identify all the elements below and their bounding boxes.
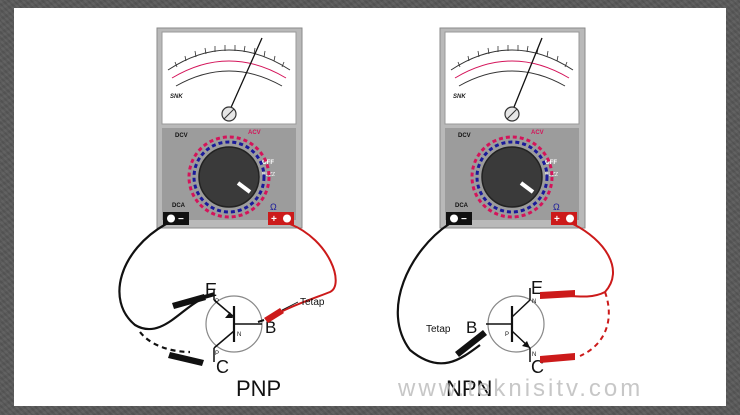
pnp-title: PNP	[236, 376, 281, 401]
pnp-transistor: E C B P P N	[205, 280, 276, 377]
plus-mark: +	[554, 214, 560, 225]
black-probe-emitter	[172, 294, 206, 309]
acv-label: ACV	[531, 130, 544, 136]
npn-n-top: N	[532, 299, 536, 305]
minus-mark: −	[461, 214, 467, 225]
pnp-base-label: B	[265, 318, 276, 337]
npn-base-label: B	[466, 318, 477, 337]
meter-needle	[228, 37, 263, 113]
pnp-p-bottom: P	[215, 351, 219, 357]
knob-pointer	[236, 181, 252, 194]
range-knob[interactable]	[198, 146, 260, 208]
red-probe-emitter	[540, 290, 575, 299]
npn-transistor: E C B N N P	[466, 278, 545, 377]
scale-arc-red	[171, 60, 287, 79]
red-lead-left	[269, 223, 337, 319]
acv-label: ACV	[248, 130, 261, 136]
off-label: OFF	[545, 160, 557, 166]
scale-arc-black	[167, 49, 291, 71]
npn-title: NPN	[446, 376, 492, 401]
scale-ticks	[174, 45, 285, 68]
acv-range-ring	[187, 135, 271, 219]
off-label: OFF	[262, 160, 274, 166]
pnp-n: N	[237, 332, 241, 338]
watermark: www.teknisitv.com	[397, 375, 643, 402]
ohm-range-ring	[475, 140, 549, 214]
plus-mark: +	[271, 214, 277, 225]
brand-logo: SNK	[170, 94, 183, 100]
dca-label: DCA	[455, 203, 469, 209]
npn-n-bottom: N	[532, 352, 536, 358]
pnp-p-top: P	[215, 299, 219, 305]
com-jack[interactable]	[163, 212, 189, 225]
meter-needle	[511, 37, 543, 113]
dcv-label: DCV	[175, 133, 188, 139]
pnp-tetap-label: Tetap	[300, 297, 325, 308]
black-lead-dashed-left	[139, 331, 191, 354]
red-lead-dashed-right	[579, 291, 610, 357]
black-probe-collector	[168, 352, 204, 366]
black-lead-left	[118, 223, 201, 331]
npn-emitter-arrow	[522, 341, 530, 348]
pnp-emitter-arrow	[225, 312, 233, 318]
minus-mark: −	[178, 214, 184, 225]
brand-logo: SNK	[453, 94, 466, 100]
black-probe-base	[455, 330, 487, 357]
multimeter-left: SNK DCV ACV OFF BUZZ DCA Ω − +	[156, 27, 303, 229]
scale-arc-inner	[175, 70, 283, 87]
acv-range-ring	[470, 135, 554, 219]
red-probe-collector	[540, 353, 575, 363]
white-panel	[14, 8, 726, 406]
npn-p: P	[505, 332, 509, 338]
red-probe-base	[264, 308, 284, 323]
black-lead-right	[396, 223, 481, 365]
ohm-range-ring	[192, 140, 266, 214]
npn-probes: Tetap	[426, 290, 575, 363]
dcv-label: DCV	[458, 133, 471, 139]
npn-tetap-label: Tetap	[426, 324, 451, 335]
com-jack[interactable]	[446, 212, 472, 225]
dca-label: DCA	[172, 203, 186, 209]
knob-pointer	[519, 181, 535, 194]
pnp-collector-label: C	[216, 357, 229, 377]
scale-ticks	[457, 45, 568, 68]
pnp-probes: Tetap	[168, 292, 325, 366]
ohm-label: Ω	[553, 202, 560, 212]
ohm-label: Ω	[270, 202, 277, 212]
range-knob[interactable]	[481, 146, 543, 208]
multimeter-right: SNK DCV ACV OFF BUZZ DCA Ω − +	[439, 27, 586, 229]
